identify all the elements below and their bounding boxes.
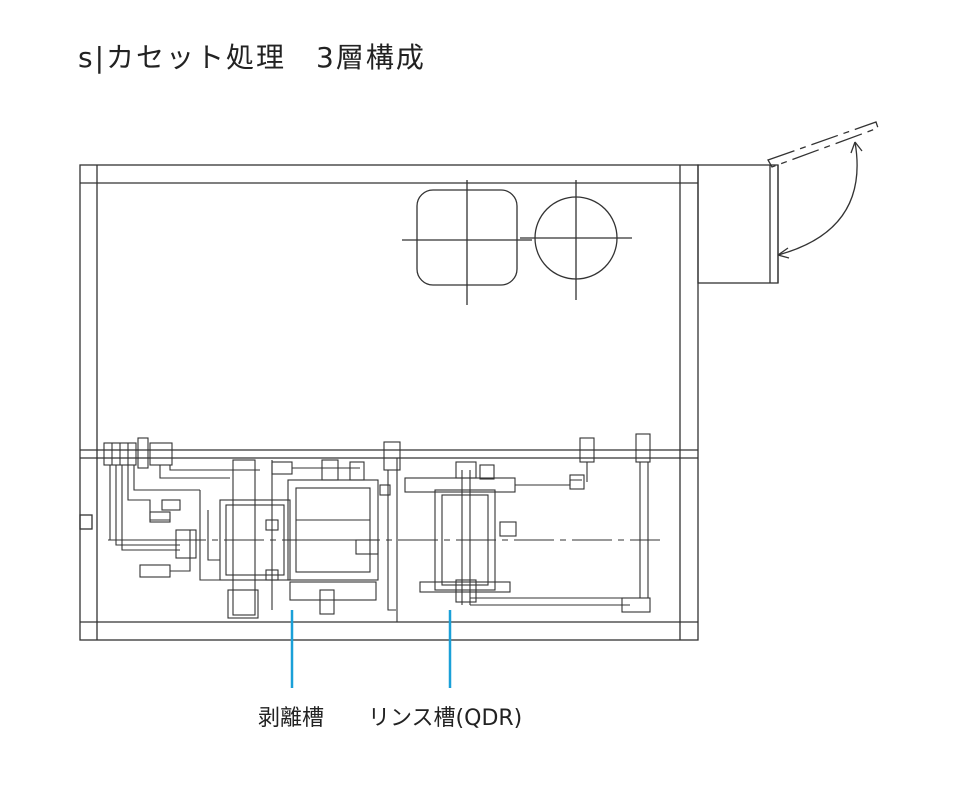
upper-portholes xyxy=(402,180,632,305)
label-stripping-tank: 剥離槽 xyxy=(258,706,325,731)
door-box xyxy=(697,121,879,284)
outer-housing xyxy=(79,164,699,641)
diagram-title: s|カセット処理 3層構成 xyxy=(78,41,426,74)
leader-lines xyxy=(290,610,452,688)
label-rinse-tank: リンス槽(QDR) xyxy=(368,706,523,731)
lower-equipment xyxy=(103,433,660,622)
